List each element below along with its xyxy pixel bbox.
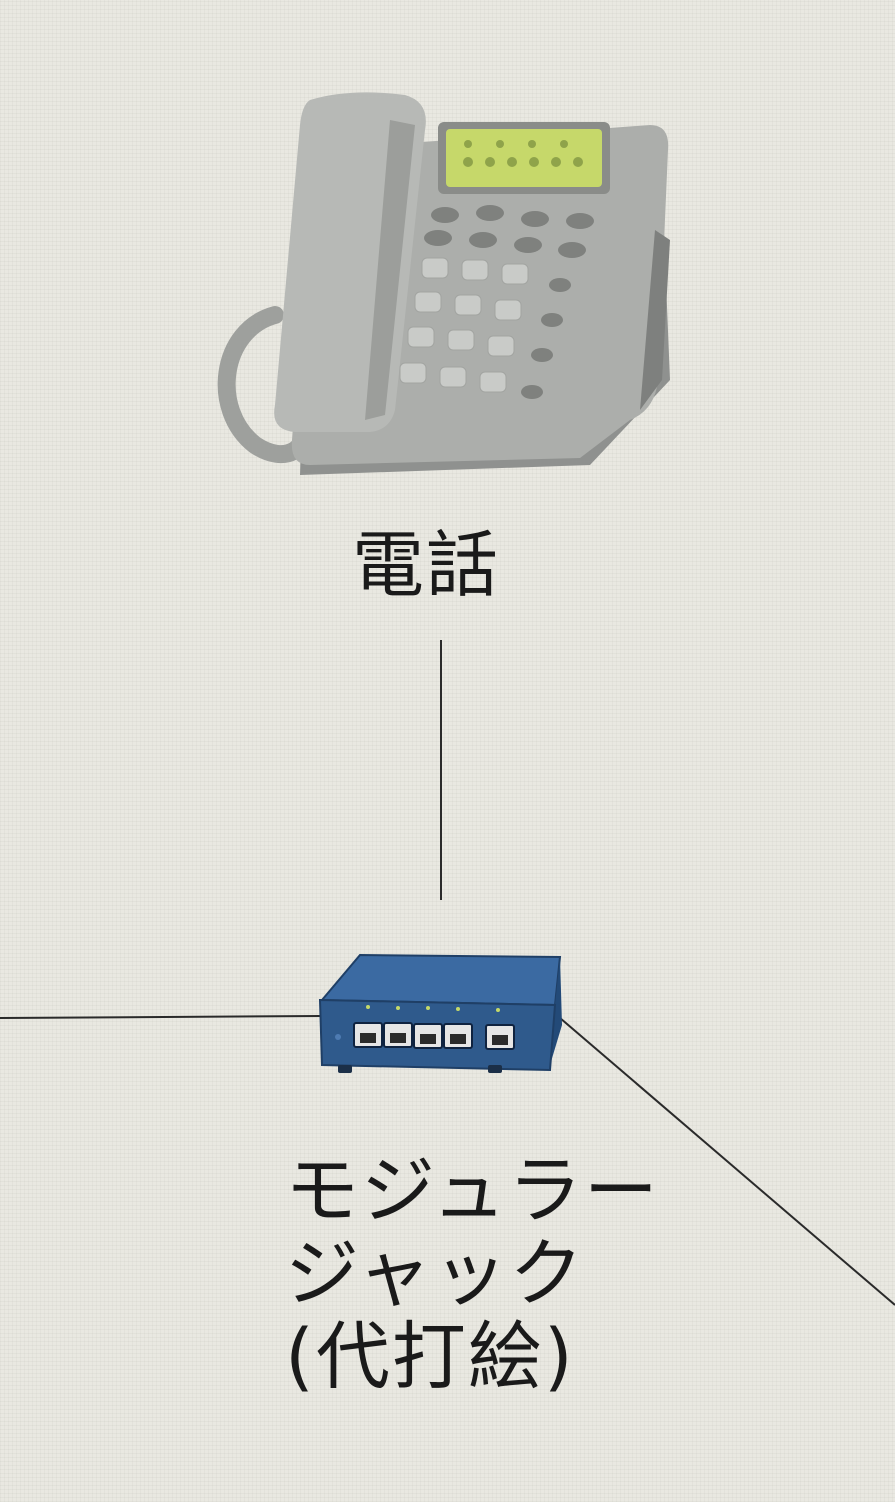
desk-phone-icon [217, 92, 670, 475]
jack-label-line: ジャック [285, 1230, 586, 1317]
jack-label-line: モジュラー [285, 1148, 660, 1234]
jack-label: モジュラー ジャック (代打絵) [285, 1150, 660, 1399]
network-switch-icon [318, 953, 562, 1073]
jack-label-line: (代打絵) [285, 1313, 575, 1400]
left-link-line [0, 1015, 321, 1019]
right-link-line [559, 1017, 895, 1306]
phone-label: 電話 [352, 523, 501, 607]
